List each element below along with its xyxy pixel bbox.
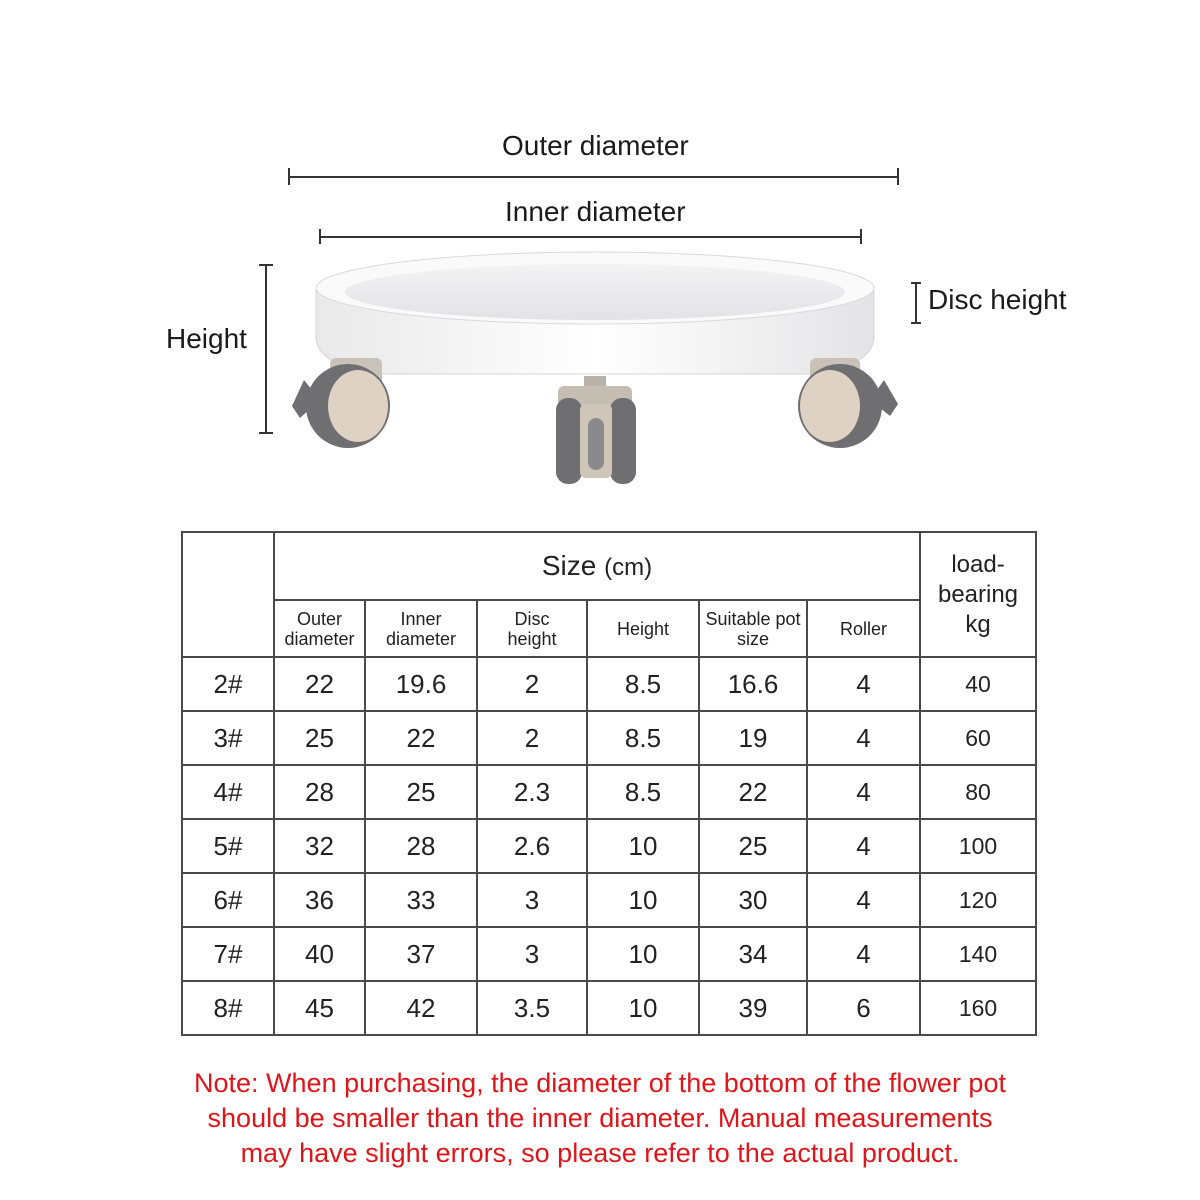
disc-cell: 2 xyxy=(476,710,588,766)
note-line-3: may have slight errors, so please refer … xyxy=(240,1138,960,1168)
pot-cell: 22 xyxy=(698,764,808,820)
pot-cell: 30 xyxy=(698,872,808,928)
load-bearing-header-text: load-bearing kg xyxy=(937,550,1019,638)
load-cell: 40 xyxy=(919,656,1037,712)
outer-cell: 36 xyxy=(273,872,366,928)
outer-cell: 25 xyxy=(273,710,366,766)
table-row: 6# 36 33 3 10 30 4 120 xyxy=(181,872,1037,928)
disc-cell: 3 xyxy=(476,872,588,928)
height-cell: 10 xyxy=(586,818,700,874)
load-cell: 100 xyxy=(919,818,1037,874)
disc-cell: 2 xyxy=(476,656,588,712)
inner-cell: 33 xyxy=(364,872,478,928)
size-header: Size (cm) xyxy=(273,531,921,601)
pot-cell: 34 xyxy=(698,926,808,982)
disc-cell: 2.3 xyxy=(476,764,588,820)
inner-cell: 19.6 xyxy=(364,656,478,712)
center-wheel xyxy=(556,376,636,484)
right-wheel xyxy=(798,358,898,448)
disc-height-label: Disc height xyxy=(928,284,1067,315)
size-unit: (cm) xyxy=(604,554,653,581)
model-cell: 7# xyxy=(181,926,275,982)
load-cell: 60 xyxy=(919,710,1037,766)
load-cell: 120 xyxy=(919,872,1037,928)
roller-cell: 4 xyxy=(806,656,921,712)
col-suitable-pot-size: Suitable pot size xyxy=(698,599,808,658)
load-cell: 140 xyxy=(919,926,1037,982)
pot-cell: 19 xyxy=(698,710,808,766)
height-cell: 8.5 xyxy=(586,764,700,820)
outer-cell: 28 xyxy=(273,764,366,820)
outer-cell: 40 xyxy=(273,926,366,982)
roller-cell: 6 xyxy=(806,980,921,1036)
inner-cell: 25 xyxy=(364,764,478,820)
note-line-1: Note: When purchasing, the diameter of t… xyxy=(194,1068,1006,1098)
table-row: 2# 22 19.6 2 8.5 16.6 4 40 xyxy=(181,656,1037,712)
outer-diameter-label: Outer diameter xyxy=(502,130,689,161)
load-cell: 160 xyxy=(919,980,1037,1036)
table-row: 3# 25 22 2 8.5 19 4 60 xyxy=(181,710,1037,766)
model-cell: 3# xyxy=(181,710,275,766)
model-cell: 5# xyxy=(181,818,275,874)
model-cell: 4# xyxy=(181,764,275,820)
model-cell: 6# xyxy=(181,872,275,928)
col-disc-height: Disc height xyxy=(476,599,588,658)
roller-cell: 4 xyxy=(806,710,921,766)
roller-cell: 4 xyxy=(806,926,921,982)
inner-diameter-label: Inner diameter xyxy=(505,196,686,227)
col-inner-diameter: Inner diameter xyxy=(364,599,478,658)
plant-caddy-illustration xyxy=(292,251,898,484)
disc-cell: 2.6 xyxy=(476,818,588,874)
table-row: 7# 40 37 3 10 34 4 140 xyxy=(181,926,1037,982)
disc-cell: 3 xyxy=(476,926,588,982)
height-cell: 8.5 xyxy=(586,710,700,766)
inner-cell: 42 xyxy=(364,980,478,1036)
model-cell: 8# xyxy=(181,980,275,1036)
left-wheel xyxy=(292,358,390,448)
outer-cell: 22 xyxy=(273,656,366,712)
roller-cell: 4 xyxy=(806,872,921,928)
roller-cell: 4 xyxy=(806,818,921,874)
col-roller: Roller xyxy=(806,599,921,658)
load-bearing-header: load-bearing kg xyxy=(919,531,1037,658)
pot-cell: 16.6 xyxy=(698,656,808,712)
model-header-cell xyxy=(181,531,275,658)
outer-cell: 32 xyxy=(273,818,366,874)
table-row: 8# 45 42 3.5 10 39 6 160 xyxy=(181,980,1037,1036)
model-cell: 2# xyxy=(181,656,275,712)
purchase-note: Note: When purchasing, the diameter of t… xyxy=(100,1066,1100,1171)
load-cell: 80 xyxy=(919,764,1037,820)
disc-cell: 3.5 xyxy=(476,980,588,1036)
table-row: 4# 28 25 2.3 8.5 22 4 80 xyxy=(181,764,1037,820)
outer-cell: 45 xyxy=(273,980,366,1036)
size-header-text: Size xyxy=(541,550,597,581)
height-cell: 10 xyxy=(586,980,700,1036)
height-label: Height xyxy=(166,323,247,354)
roller-cell: 4 xyxy=(806,764,921,820)
pot-cell: 39 xyxy=(698,980,808,1036)
size-spec-table: Size (cm) load-bearing kg Outer diameter… xyxy=(181,531,1037,1036)
col-outer-diameter: Outer diameter xyxy=(273,599,366,658)
inner-cell: 28 xyxy=(364,818,478,874)
inner-cell: 37 xyxy=(364,926,478,982)
col-height: Height xyxy=(586,599,700,658)
table-row: 5# 32 28 2.6 10 25 4 100 xyxy=(181,818,1037,874)
height-cell: 8.5 xyxy=(586,656,700,712)
height-cell: 10 xyxy=(586,926,700,982)
pot-cell: 25 xyxy=(698,818,808,874)
inner-cell: 22 xyxy=(364,710,478,766)
note-line-2: should be smaller than the inner diamete… xyxy=(207,1103,993,1133)
height-cell: 10 xyxy=(586,872,700,928)
